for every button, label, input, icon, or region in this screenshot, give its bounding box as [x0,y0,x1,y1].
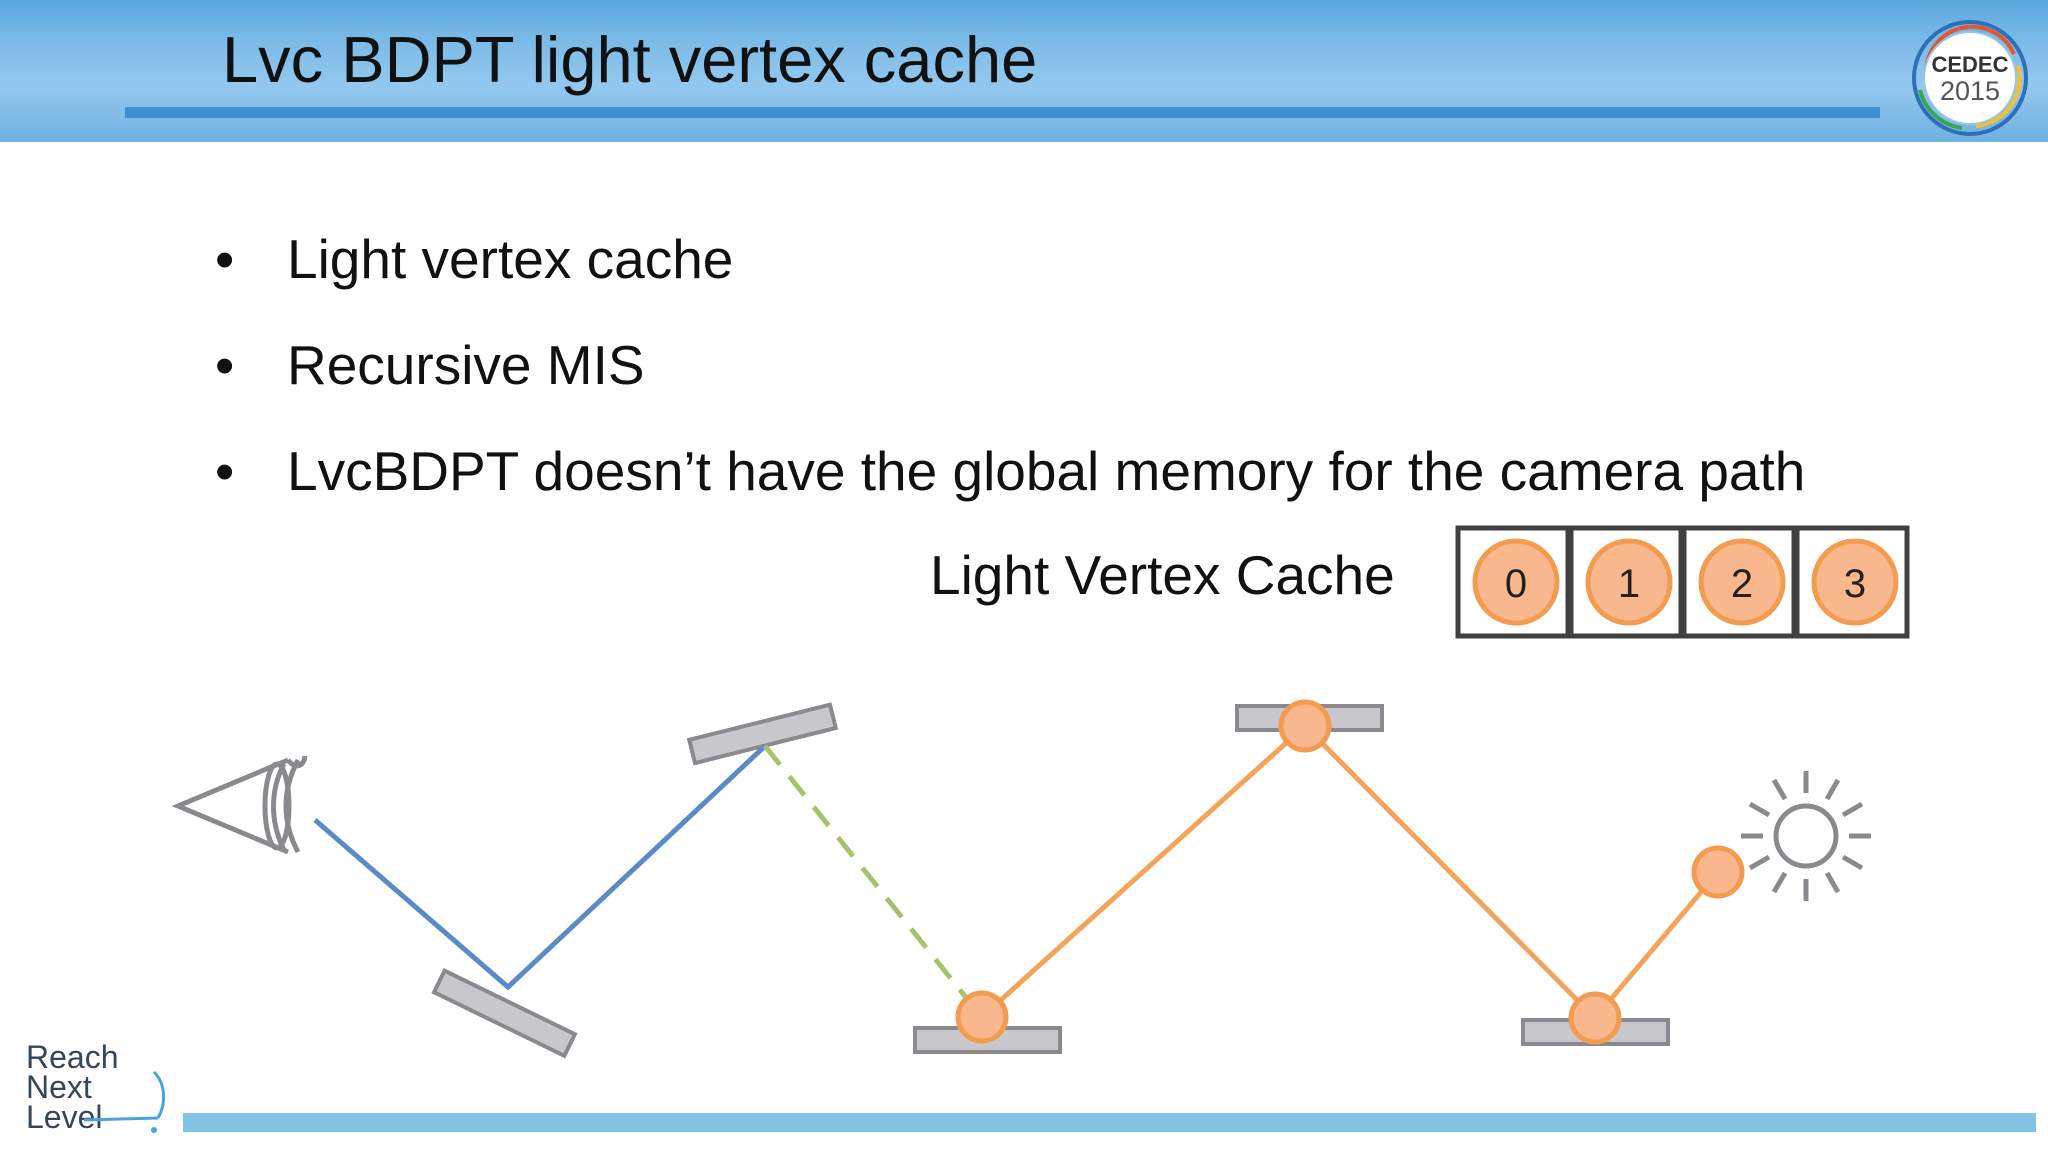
cache-slot: 2 [1681,525,1797,639]
bullet-text: Light vertex cache [287,228,734,290]
bullet-marker: • [215,334,235,396]
cache-slot: 1 [1568,525,1684,639]
cedec-logo: CEDEC 2015 [1912,20,2028,136]
cache-slot-label: 1 [1618,562,1640,606]
cedec-logo-year: 2015 [1940,76,2000,106]
bullet-item: • Light vertex cache [215,224,1915,294]
cedec-logo-name: CEDEC [1931,52,2008,77]
reach-next-level-logo-line: Reach [26,1039,119,1075]
slide-title: Lvc BDPT light vertex cache [222,23,1038,96]
slide-header [0,0,2048,142]
connection-edge [763,744,982,1017]
light-vertex [1691,845,1745,899]
bullet-item: • LvcBDPT doesn’t have the global memory… [215,436,1915,506]
light-path [980,722,1720,1022]
bullet-text: Recursive MIS [287,334,645,396]
reach-next-level-logo-line: Level [26,1099,103,1135]
footer-bar [183,1113,2036,1132]
light-vertex-cache-label: Light Vertex Cache [930,544,1395,606]
light-vertex [1568,991,1622,1045]
cache-slot-label: 2 [1731,562,1753,606]
cache-slot-label: 3 [1844,562,1866,606]
reach-next-level-logo: Reach Next Level [26,1039,165,1135]
cache-slot-label: 0 [1505,562,1527,606]
cache-slot: 0 [1455,525,1571,639]
bullet-marker: • [215,440,235,502]
camera-path [313,744,767,991]
eye-icon [171,755,308,855]
sun-icon [1741,771,1871,901]
surface-mirror-top [686,702,839,766]
bullet-text: LvcBDPT doesn’t have the global memory f… [287,440,1806,502]
surface-mirror-bottom [431,967,578,1059]
cache-slot: 3 [1794,525,1910,639]
header-stripe [125,107,1880,118]
light-vertex [1278,699,1332,753]
light-vertex [955,990,1009,1044]
bullet-item: • Recursive MIS [215,330,1915,400]
reach-next-level-logo-line: Next [26,1069,92,1105]
bullet-marker: • [215,228,235,290]
